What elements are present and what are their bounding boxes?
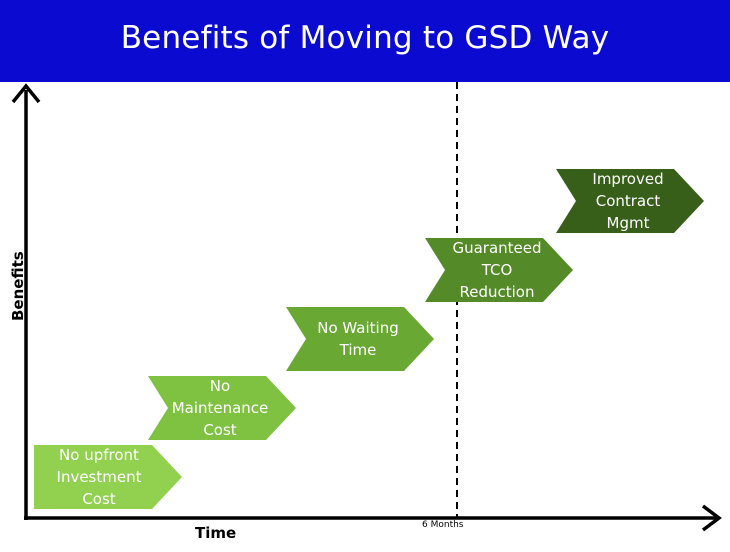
step-1-arrow-shape [34, 445, 182, 509]
step-3-label: No Waiting Time [317, 319, 399, 359]
step-2-label: No Maintenance Cost [171, 377, 269, 439]
slide-title: Benefits of Moving to GSD Way [120, 20, 610, 56]
step-2-arrow-shape [148, 376, 296, 440]
step-1-label: No upfront Investment Cost [56, 446, 142, 508]
x-axis-label: Time [195, 524, 237, 542]
title-bar: Benefits of Moving to GSD Way [0, 0, 730, 82]
six-month-marker-label: 6 Months [422, 520, 464, 530]
x-axis-arrow [701, 504, 722, 532]
step-4-label: Guaranteed TCO Reduction [452, 239, 542, 301]
step-5-label: Improved Contract Mgmt [592, 170, 664, 232]
y-axis-arrow [11, 83, 41, 104]
step-4-arrow-shape [425, 238, 573, 302]
step-3-arrow-shape [286, 307, 434, 371]
step-5-arrow-shape [556, 169, 704, 233]
y-axis-label: Benefits [9, 251, 27, 321]
